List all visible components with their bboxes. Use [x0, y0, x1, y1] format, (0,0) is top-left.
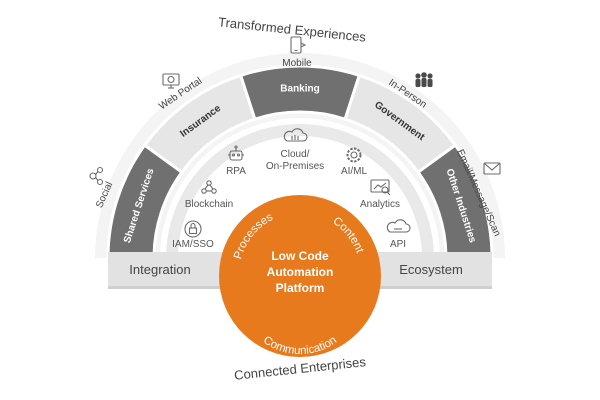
rpa-robot-icon	[228, 145, 244, 161]
mobile-icon	[290, 36, 307, 54]
channel-mobile-label: Mobile	[282, 58, 312, 69]
tech-iam-sso-label: IAM/SSO	[172, 239, 214, 250]
integration-label: Integration	[129, 262, 190, 277]
industry-sectors	[106, 64, 494, 260]
tech-blockchain-label: Blockchain	[185, 199, 233, 210]
tech-rpa-label: RPA	[226, 166, 246, 177]
tech-cloud-label: Cloud/	[281, 149, 310, 160]
core-title-line-3: Platform	[276, 281, 325, 295]
tech-on-premises-label: On-Premises	[266, 161, 324, 172]
blockchain-icon	[201, 180, 217, 194]
sector-banking-label: Banking	[280, 84, 319, 95]
analytics-icon	[370, 179, 391, 196]
tech-analytics-label: Analytics	[360, 199, 400, 210]
in-person-icon	[415, 72, 433, 87]
core-title-line-1: Low Code	[271, 249, 329, 263]
core-title-line-2: Automation	[267, 265, 334, 279]
transformed-experiences-label: Transformed Experiences	[217, 14, 367, 44]
ecosystem-label: Ecosystem	[399, 262, 463, 277]
email-icon	[483, 162, 501, 175]
sso-lock-icon	[184, 220, 202, 238]
cloud-icon	[283, 128, 308, 142]
ai-gear-icon	[346, 147, 362, 163]
tech-api-label: API	[390, 239, 406, 250]
connected-enterprises-label: Connected Enterprises	[233, 354, 367, 383]
api-cloud-icon	[386, 219, 411, 233]
web-portal-icon	[162, 73, 180, 89]
social-icon	[89, 166, 104, 186]
tech-ai-ml-label: AI/ML	[341, 166, 368, 177]
core-platform-circle	[219, 195, 381, 357]
